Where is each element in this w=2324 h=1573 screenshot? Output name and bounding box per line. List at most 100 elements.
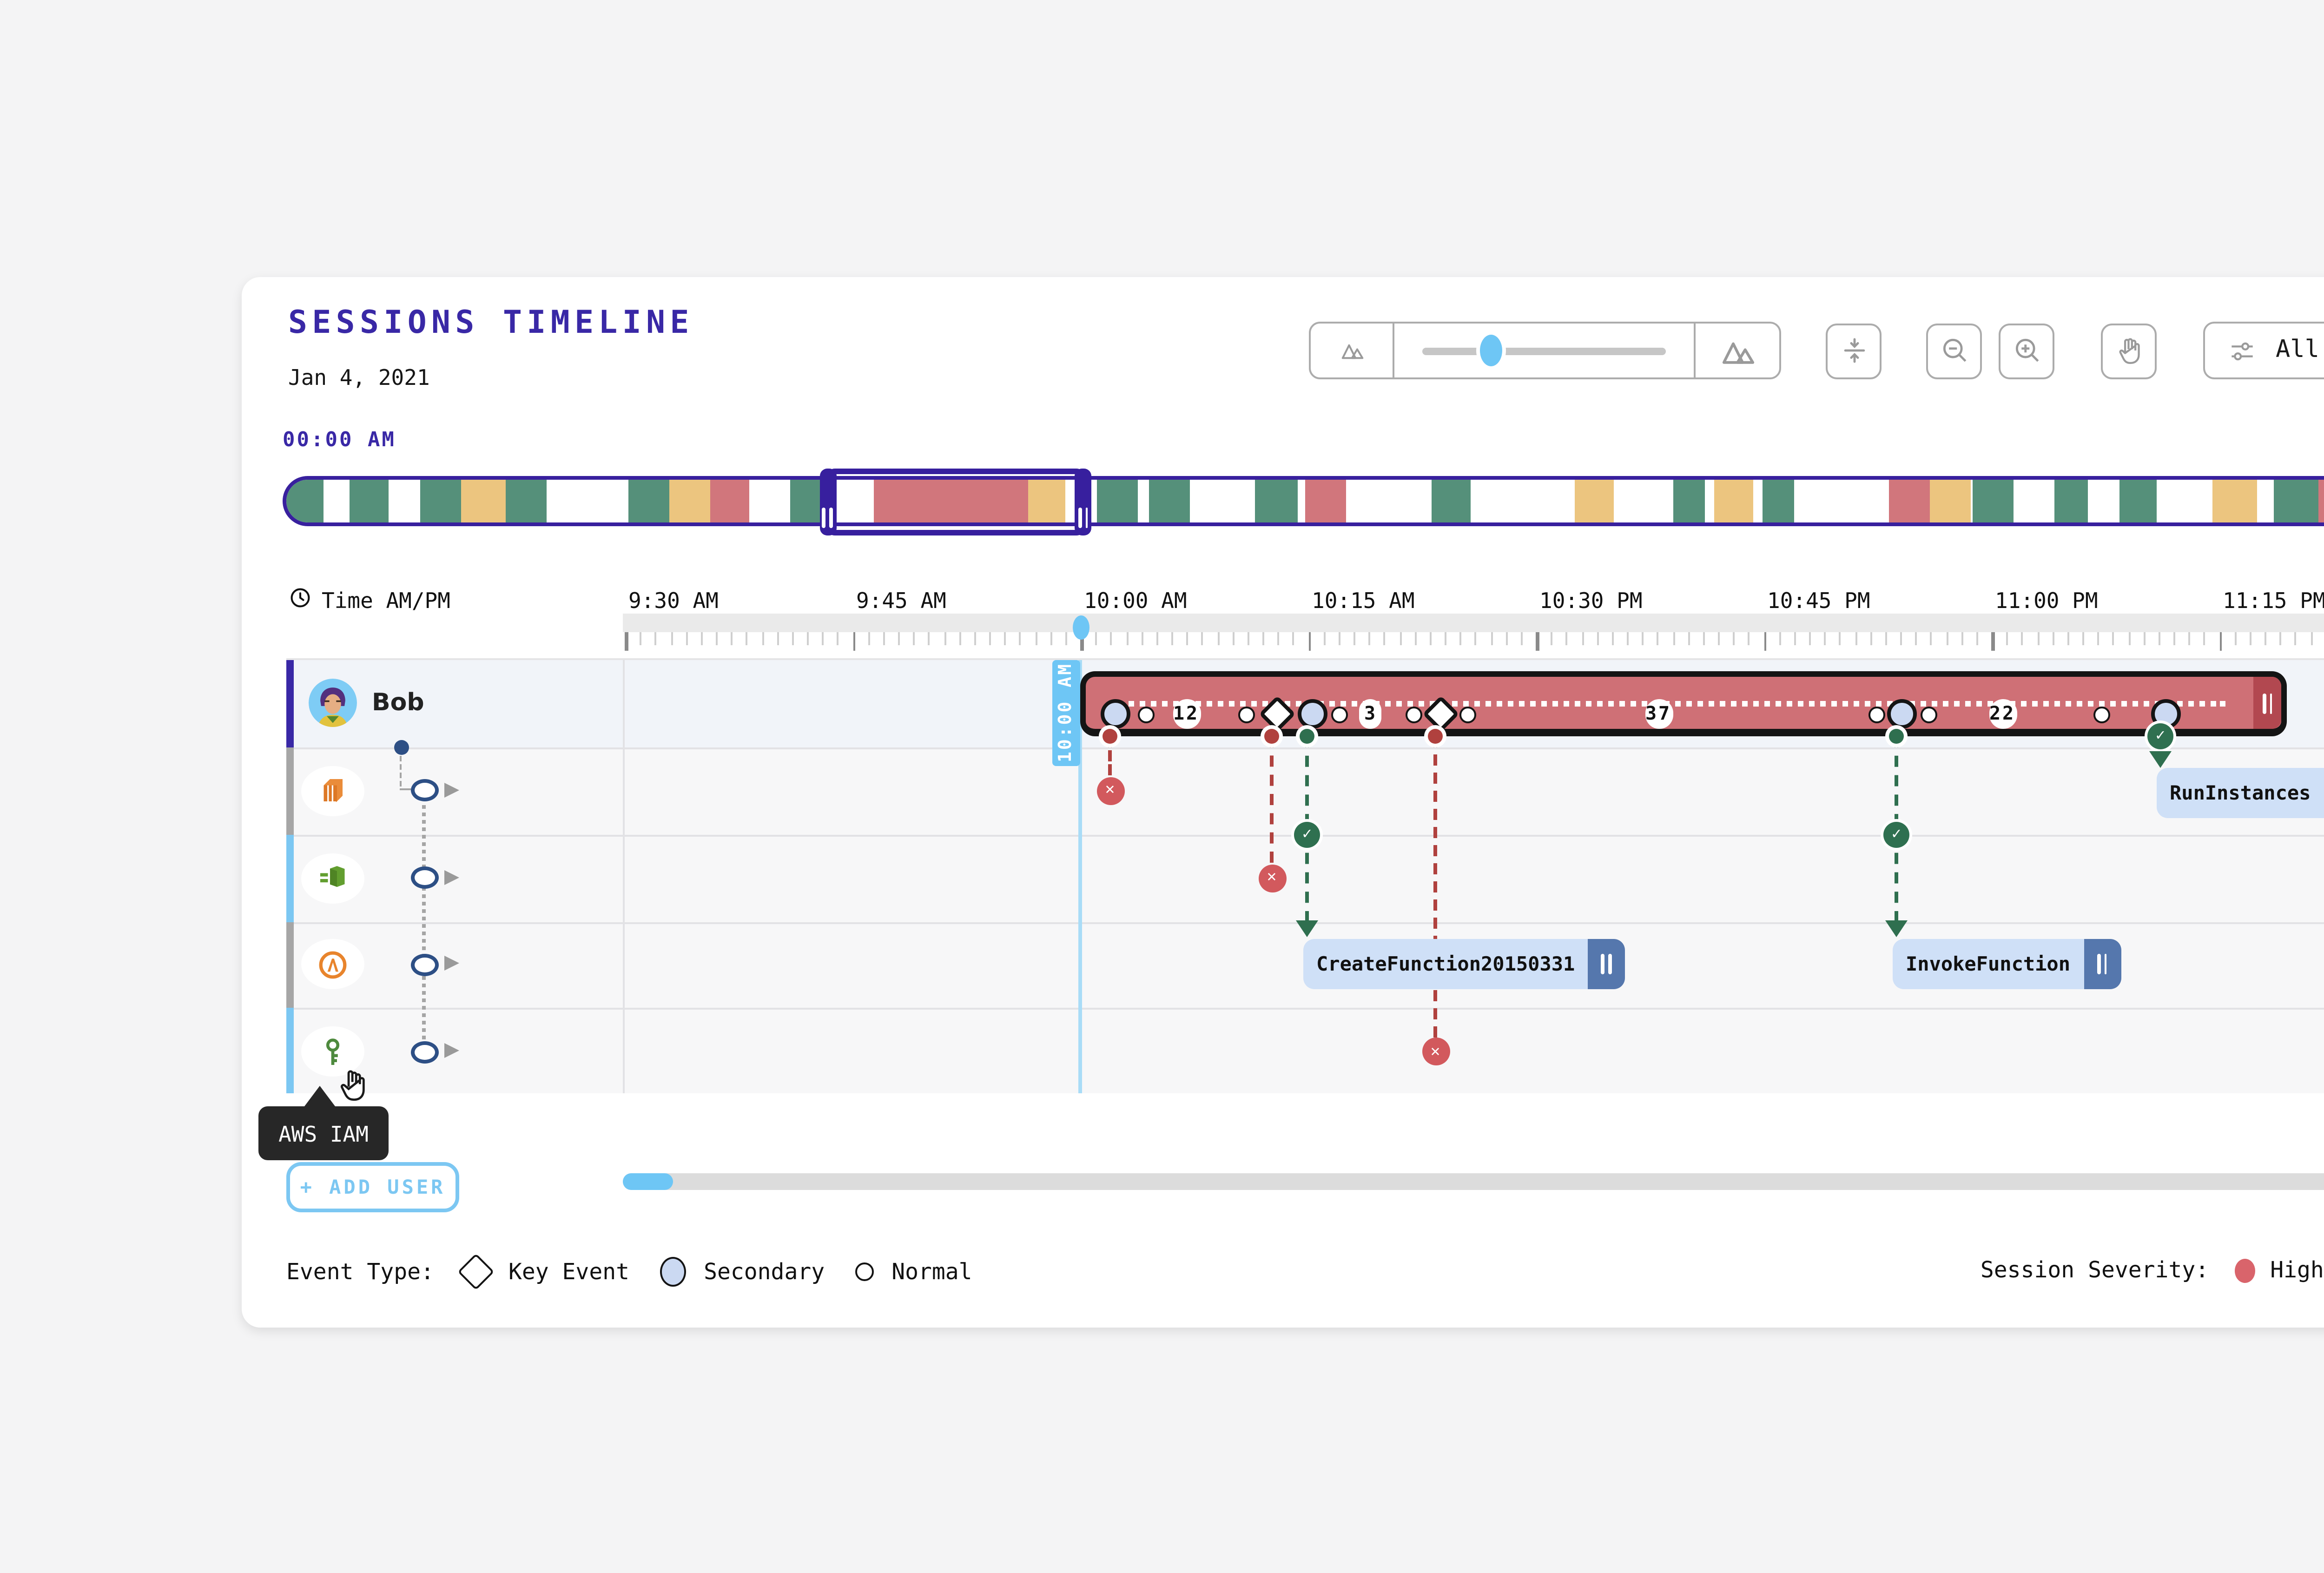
minor-tick <box>1900 632 1902 645</box>
minor-tick <box>1141 632 1143 645</box>
event-count-pill[interactable]: 3 <box>1360 699 1382 729</box>
event-normal[interactable] <box>1868 706 1884 722</box>
legend-item: Normal <box>854 1259 972 1285</box>
severity-item-label: High <box>2270 1257 2324 1283</box>
event-normal[interactable] <box>1330 706 1347 722</box>
zoom-in-button[interactable] <box>1999 323 2054 378</box>
overview-brush-handle-right[interactable] <box>1075 469 1092 535</box>
minor-tick <box>1414 632 1416 645</box>
label-column-divider <box>623 660 625 1093</box>
minor-tick <box>1429 632 1432 645</box>
connector-arrow-icon <box>2149 751 2172 768</box>
toolbar: All <box>1309 322 2324 379</box>
event-count-pill[interactable]: 22 <box>1988 699 2016 729</box>
overview-segment-low <box>286 480 323 522</box>
zoom-out-button[interactable] <box>1926 323 1982 378</box>
minor-tick <box>867 632 870 645</box>
session-bar-end-handle[interactable] <box>2253 677 2281 729</box>
event-normal[interactable] <box>1237 706 1254 722</box>
event-secondary[interactable] <box>1101 699 1130 729</box>
event-secondary[interactable] <box>1887 699 1917 729</box>
action-label[interactable]: RunInstances <box>2157 768 2324 818</box>
minor-tick <box>1566 632 1568 645</box>
minor-tick <box>1247 632 1249 645</box>
overview-brush-handle-left[interactable] <box>819 469 836 535</box>
action-label-handle[interactable] <box>2083 939 2121 989</box>
event-secondary[interactable] <box>1298 699 1327 729</box>
service-icon-bubble[interactable] <box>301 853 364 903</box>
event-normal[interactable] <box>1920 706 1936 722</box>
overview-bar[interactable] <box>283 476 2324 526</box>
horizontal-scrollbar[interactable] <box>623 1173 2324 1190</box>
overview-segment-high <box>1304 480 1346 522</box>
filter-dropdown[interactable]: All <box>2203 322 2324 379</box>
action-label-text: RunInstances <box>2157 768 2324 818</box>
success-check-marker: ✓ <box>2147 723 2173 749</box>
event-count-pill[interactable]: 12 <box>1172 699 1200 729</box>
action-label[interactable]: CreateFunction20150331 <box>1303 939 1625 989</box>
pan-button[interactable] <box>2101 323 2157 378</box>
minor-tick <box>776 632 779 645</box>
overview-segment-low <box>1149 480 1191 522</box>
event-count-pill[interactable]: 37 <box>1644 699 1672 729</box>
minor-tick <box>1019 632 1022 645</box>
minor-tick <box>1794 632 1796 645</box>
minor-tick <box>761 632 763 645</box>
fit-vertical-button[interactable] <box>1826 323 1882 378</box>
service-icon-bubble[interactable] <box>301 766 364 816</box>
date-label: Jan 4, 2021 <box>288 364 430 390</box>
overview-segment-low <box>1972 480 2013 522</box>
playhead-line <box>1078 660 1082 1093</box>
lane-start-marker <box>411 866 439 889</box>
start-connector-dash <box>400 747 402 786</box>
overview-segment-high <box>874 480 1029 522</box>
minor-tick <box>1885 632 1887 645</box>
minor-tick <box>1035 632 1037 645</box>
minor-tick <box>2295 632 2297 645</box>
overview-segment-low <box>505 480 546 522</box>
minor-tick <box>1961 632 1963 645</box>
overview-brush-window[interactable] <box>826 469 1085 535</box>
session-bar[interactable]: 12 3 37 22 <box>1080 671 2287 736</box>
overview-segment-low <box>2274 480 2318 522</box>
connector-arrow-icon <box>1885 920 1908 937</box>
failed-action-connector <box>1270 736 1274 863</box>
action-label[interactable]: InvokeFunction <box>1893 939 2121 989</box>
zoom-slider-track[interactable] <box>1422 347 1666 354</box>
overview-segment-low <box>421 480 462 522</box>
avatar <box>309 679 357 727</box>
minor-tick <box>1915 632 1917 645</box>
user-name[interactable]: Bob <box>372 690 424 718</box>
filter-sliders-icon <box>2227 336 2257 365</box>
overview-segment-low <box>1762 480 1794 522</box>
action-label-handle[interactable] <box>1588 939 1625 989</box>
event-normal[interactable] <box>1137 706 1154 722</box>
event-normal[interactable] <box>1405 706 1421 722</box>
legend-item-label: Normal <box>891 1259 972 1285</box>
horizontal-scrollbar-thumb[interactable] <box>623 1173 673 1190</box>
minor-tick <box>1748 632 1750 645</box>
minor-tick <box>1824 632 1826 645</box>
minor-tick <box>2143 632 2145 645</box>
minor-tick <box>1930 632 1933 645</box>
overview-segment-high <box>710 480 749 522</box>
service-icon-bubble[interactable] <box>301 1026 364 1077</box>
zoom-slider[interactable] <box>1393 324 1696 377</box>
legend-item-label: Key Event <box>508 1259 630 1285</box>
add-user-button[interactable]: + ADD USER <box>286 1162 459 1212</box>
minor-tick <box>716 632 718 645</box>
event-normal[interactable] <box>1459 706 1475 722</box>
playhead-handle[interactable] <box>1072 615 1089 640</box>
time-axis-header: Time AM/PM <box>322 588 450 614</box>
zoom-slider-thumb[interactable] <box>1480 335 1503 366</box>
minor-tick <box>2173 632 2175 645</box>
zoom-slider-max-button[interactable] <box>1696 324 1779 377</box>
event-normal[interactable] <box>2093 706 2109 722</box>
minor-tick <box>1232 632 1234 645</box>
minor-tick <box>1368 632 1371 645</box>
service-icon-bubble[interactable] <box>301 939 364 990</box>
zoom-slider-min-button[interactable] <box>1311 324 1393 377</box>
overview-start-time: 00:00 AM <box>283 428 396 452</box>
